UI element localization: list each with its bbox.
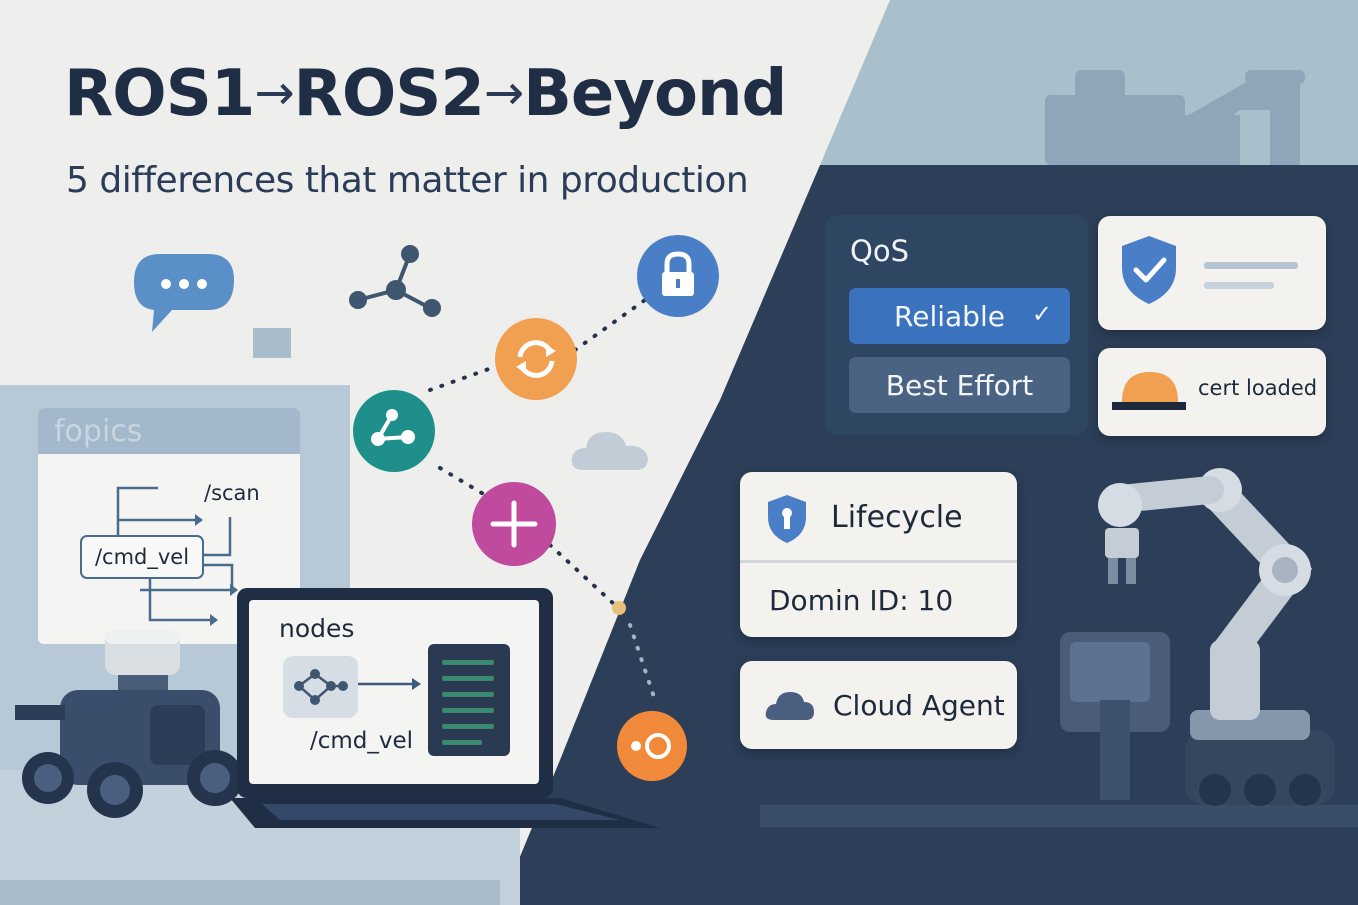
shield-keyhole-icon [768, 495, 806, 543]
lifecycle-title: Lifecycle [831, 500, 963, 535]
page-subtitle: 5 differences that matter in production [66, 160, 749, 201]
title-ros2: ROS2 [293, 57, 485, 131]
text-lines-decoration [1204, 262, 1298, 289]
qos-reliable-label: Reliable [894, 299, 1005, 333]
topic-scan-label: /scan [204, 481, 260, 505]
cloud-agent-label: Cloud Agent [833, 689, 1005, 722]
share-icon[interactable] [352, 389, 436, 473]
node-graph-icon [294, 669, 348, 705]
factory-silhouette [1045, 70, 1305, 165]
title-arrow-1: → [254, 65, 294, 121]
topic-cmd-vel-box[interactable]: /cmd_vel [80, 535, 204, 579]
lock-icon[interactable] [636, 234, 720, 318]
topics-window-title: fopics [54, 414, 143, 449]
qos-title: QoS [850, 234, 909, 268]
laptop-cmd-vel-label: /cmd_vel [310, 728, 414, 754]
hard-hat-icon [1112, 372, 1186, 410]
plus-icon[interactable] [471, 481, 557, 567]
mobile-robot [15, 630, 243, 818]
check-icon: ✓ [1031, 300, 1052, 328]
topic-cmd-vel-label: /cmd_vel [94, 545, 190, 569]
robot-arm [1060, 468, 1335, 806]
laptop [230, 588, 660, 828]
network-graph-icon [349, 245, 441, 317]
domain-id-label: Domin ID: 10 [769, 584, 954, 617]
cloud-icon [571, 432, 648, 470]
qos-reliable-button[interactable]: Reliable ✓ [849, 288, 1070, 344]
title-ros1: ROS1 [64, 57, 255, 131]
refresh-icon[interactable] [494, 317, 578, 401]
cert-status-label: cert loaded [1198, 376, 1318, 400]
lifecycle-divider [740, 560, 1017, 563]
page-title: ROS1→ROS2→Beyond [64, 62, 787, 126]
qos-best-effort-button[interactable]: Best Effort [849, 357, 1070, 413]
shield-check-icon [1122, 236, 1176, 304]
title-beyond: Beyond [523, 57, 787, 131]
cloud-agent-icon [765, 692, 814, 720]
qos-best-effort-label: Best Effort [885, 368, 1034, 402]
chat-bubble-icon [134, 254, 234, 332]
orbit-icon[interactable] [616, 710, 688, 782]
nodes-label: nodes [279, 614, 355, 643]
title-arrow-2: → [483, 65, 524, 121]
